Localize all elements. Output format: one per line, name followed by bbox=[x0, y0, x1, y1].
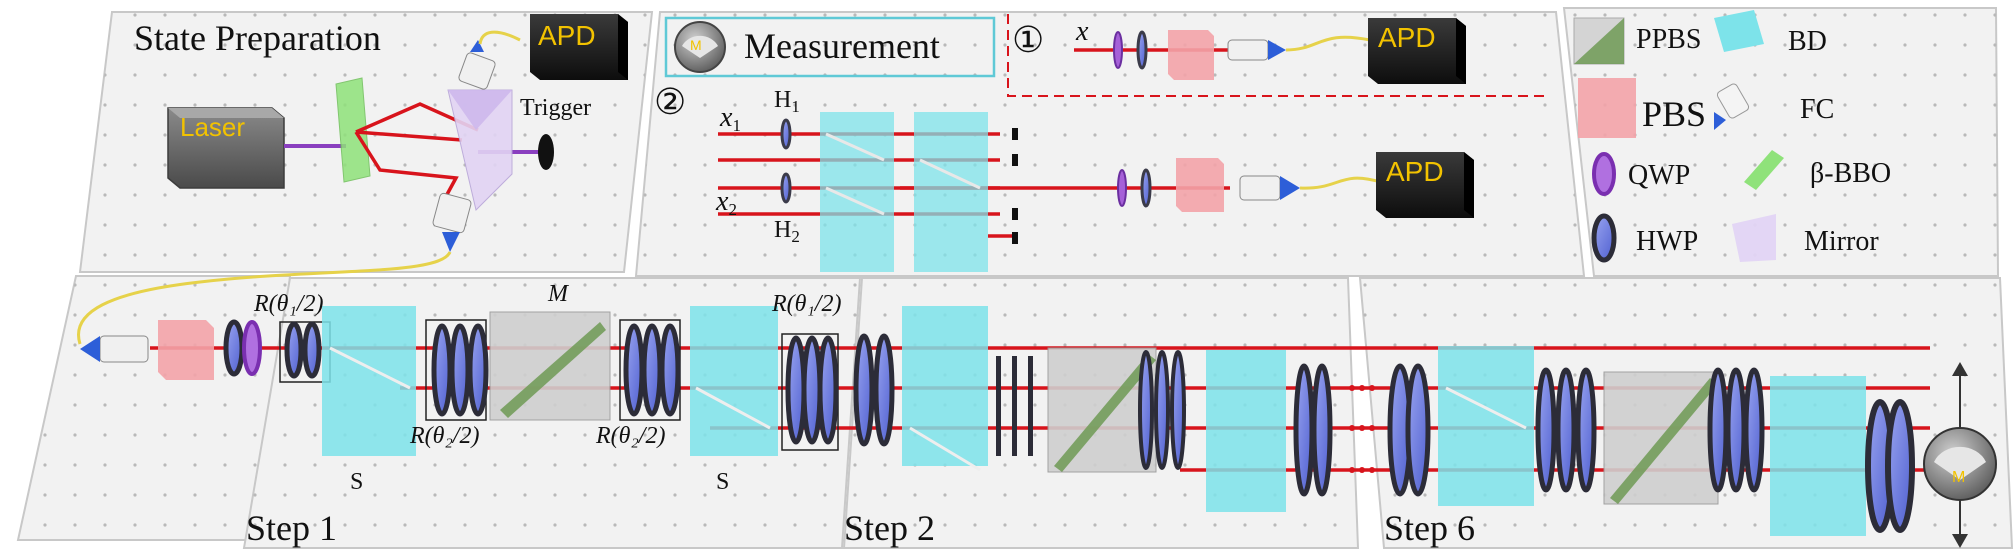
r-theta2-plates-a bbox=[425, 319, 489, 421]
input-pbs bbox=[158, 320, 214, 380]
legend-mirror-icon bbox=[1732, 214, 1776, 262]
step2-plates-c bbox=[1138, 350, 1186, 470]
step2-plates-b bbox=[996, 356, 1033, 456]
step2-plates-d bbox=[1293, 363, 1333, 497]
legend-ppbs-icon bbox=[1573, 17, 1625, 65]
legend-fc-label: FC bbox=[1800, 94, 1835, 125]
r-theta1-plates-a bbox=[279, 321, 331, 383]
m-label: M bbox=[548, 281, 568, 307]
state-prep-title: State Preparation bbox=[134, 18, 381, 58]
apd-setup2 bbox=[1376, 152, 1474, 218]
step6-plates-c bbox=[1707, 367, 1765, 493]
final-meter bbox=[1923, 362, 1997, 548]
meter-label-measurement: M bbox=[690, 37, 702, 53]
input-waveplates bbox=[223, 319, 262, 377]
fiber-coupler-top bbox=[458, 40, 496, 90]
step2-bd bbox=[902, 306, 988, 472]
legend-bd-icon bbox=[1714, 10, 1764, 52]
setup2-number: ② bbox=[654, 82, 687, 122]
r-theta1-label-a: R(θ₁/2) bbox=[254, 291, 324, 317]
panel-legend bbox=[1562, 7, 2000, 277]
final-meter-label: M bbox=[1952, 469, 1966, 486]
bd-s-b bbox=[690, 306, 778, 456]
apd-label-state-prep: APD bbox=[538, 20, 596, 51]
mirror-prism bbox=[447, 89, 513, 211]
input-fiber-coupler bbox=[80, 335, 149, 363]
trigger-label: Trigger bbox=[520, 95, 592, 121]
fiber-to-apd bbox=[478, 30, 521, 45]
beta-bbo-crystal bbox=[335, 77, 371, 183]
legend-qwp-label: QWP bbox=[1628, 160, 1691, 191]
step1-label: Step 1 bbox=[246, 508, 338, 548]
setup2-h1-label: H1 bbox=[774, 87, 800, 116]
meter-icon-measurement bbox=[674, 21, 726, 73]
legend-qwp-icon bbox=[1592, 152, 1616, 196]
legend-bd-label: BD bbox=[1788, 26, 1827, 57]
step2-label: Step 2 bbox=[844, 508, 936, 548]
setup1-input-label: x bbox=[1076, 16, 1089, 47]
legend-ppbs-label: PPBS bbox=[1636, 24, 1702, 55]
apd-state-prep bbox=[530, 14, 628, 80]
step6-bd-a bbox=[1438, 346, 1534, 506]
step6-plates-a bbox=[1387, 363, 1431, 497]
step6-label: Step 6 bbox=[1384, 508, 1476, 548]
apd-label-setup1: APD bbox=[1378, 22, 1436, 53]
panel-input bbox=[16, 275, 292, 541]
fiber-link bbox=[77, 251, 452, 345]
step2-bd-b bbox=[1206, 350, 1286, 512]
setup1-number: ① bbox=[1012, 20, 1045, 60]
step6-bd-b bbox=[1770, 376, 1866, 536]
r-theta2-label-a: R(θ₂/2) bbox=[410, 423, 480, 449]
laser-label: Laser bbox=[180, 112, 246, 142]
laser bbox=[167, 107, 285, 189]
r-theta1-label-b: R(θ₁/2) bbox=[772, 291, 842, 317]
legend-mirror-label: Mirror bbox=[1804, 226, 1879, 257]
s-label-a: S bbox=[350, 469, 364, 495]
measurement-title: Measurement bbox=[744, 26, 940, 66]
r-theta2-label-b: R(θ₂/2) bbox=[596, 423, 666, 449]
legend-pbs-label: PBS bbox=[1642, 94, 1707, 134]
step2-plates-a bbox=[853, 333, 895, 447]
setup1-beamline bbox=[1074, 30, 1371, 80]
fiber-coupler-bottom bbox=[432, 192, 472, 252]
step6-ppbs bbox=[1603, 371, 1719, 505]
setup1-dashed-border bbox=[1007, 14, 1550, 97]
legend-pbs-icon bbox=[1578, 78, 1636, 138]
r-theta1-plates-b bbox=[781, 333, 839, 451]
setup2-input2-label: x2 bbox=[716, 186, 737, 219]
s-label-b: S bbox=[716, 469, 730, 495]
apd-setup1 bbox=[1368, 18, 1466, 84]
trigger-detector bbox=[538, 134, 554, 170]
legend-bbo-label: β-BBO bbox=[1810, 158, 1892, 189]
step6-plates-b bbox=[1535, 367, 1597, 493]
bd-s-a bbox=[322, 306, 416, 456]
setup2-h2-label: H2 bbox=[774, 217, 800, 246]
step6-plates-d bbox=[1865, 399, 1915, 533]
legend-hwp-icon bbox=[1591, 213, 1617, 263]
r-theta2-plates-b bbox=[619, 319, 681, 421]
setup2-input1-label: x1 bbox=[720, 102, 741, 135]
ppbs-m bbox=[489, 311, 611, 421]
legend-bbo-icon bbox=[1744, 150, 1784, 190]
apd-label-setup2: APD bbox=[1386, 156, 1444, 187]
ellipsis-dots bbox=[1349, 385, 1375, 473]
setup2-beamline bbox=[718, 112, 1381, 272]
legend-hwp-label: HWP bbox=[1636, 226, 1699, 257]
measurement-title-box bbox=[664, 16, 996, 78]
legend-fc-icon bbox=[1714, 83, 1750, 130]
